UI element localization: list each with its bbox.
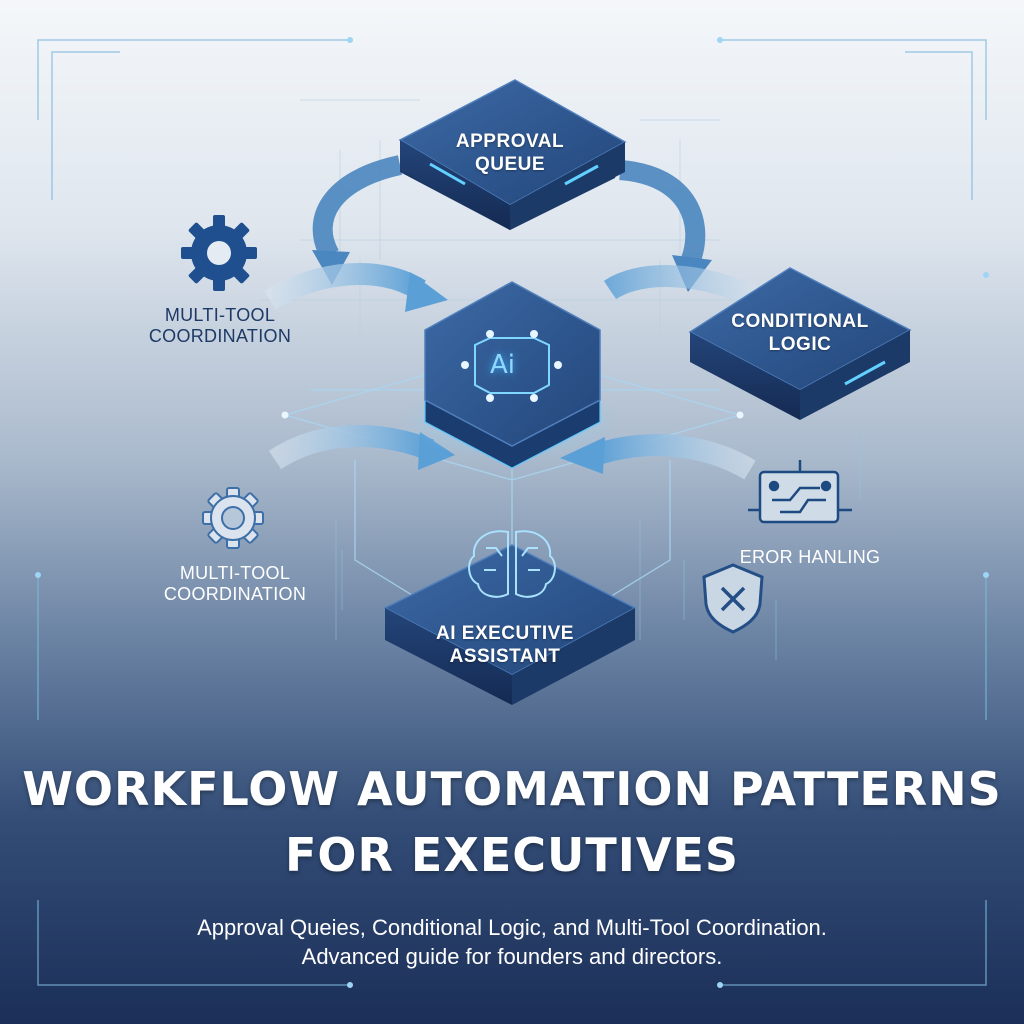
multi-tool-lower-line-1: MULTI-TOOL: [179, 563, 291, 583]
node-conditional-logic: [688, 267, 912, 420]
data-streams: [335, 430, 861, 660]
arrow-approval-to-left: [312, 155, 403, 260]
title-line-1: WORKFLOW AUTOMATION PATTERNS: [22, 762, 1002, 816]
conditional-logic-line-1: CONDITIONAL: [731, 311, 869, 332]
arrow-head-lower-right: [560, 437, 605, 474]
brain-icon: [468, 530, 556, 598]
ai-executive-line-1: AI EXECUTIVE: [436, 623, 574, 644]
arrow-left-to-core: [264, 263, 426, 310]
arrow-approval-to-right: [618, 160, 706, 266]
error-handling-label: EROR HANLING: [739, 547, 881, 567]
frame-dots: [35, 37, 989, 988]
multi-tool-lower-label: MULTI-TOOL COORDINATION: [150, 563, 320, 605]
ai-executive-line-2: ASSISTANT: [449, 646, 561, 667]
conditional-logic-label: CONDITIONAL LOGIC: [710, 310, 890, 356]
gear-outline-icon: [202, 487, 264, 549]
ai-core-badge: Ai: [490, 350, 516, 380]
subtitle-line-2: Advanced guide for founders and director…: [301, 944, 723, 969]
ai-executive-assistant-label: AI EXECUTIVE ASSISTANT: [405, 622, 605, 668]
multi-tool-upper-label: MULTI-TOOL COORDINATION: [135, 305, 305, 347]
node-ai-core: [400, 281, 620, 469]
circuit-board-icon: [748, 460, 852, 524]
frame-lines: [37, 39, 987, 986]
multi-tool-lower-line-2: COORDINATION: [163, 584, 307, 604]
node-approval-queue: [398, 79, 627, 230]
connector-dots: [281, 411, 744, 419]
arrow-lower-right-to-core: [591, 434, 756, 480]
approval-queue-line-1: APPROVAL: [455, 131, 565, 152]
subtitle-line-1: Approval Queies, Conditional Logic, and …: [197, 915, 827, 940]
conditional-logic-line-2: LOGIC: [768, 334, 832, 355]
flow-arrows: [264, 155, 765, 480]
title-line-2: FOR EXECUTIVES: [284, 828, 740, 882]
shield-x-icon: [702, 563, 764, 634]
gear-icon: [181, 215, 257, 291]
approval-queue-label: APPROVAL QUEUE: [420, 130, 600, 176]
arrow-lower-left-to-core: [268, 425, 435, 470]
arrow-head-core-left: [405, 272, 448, 312]
approval-queue-line-2: QUEUE: [474, 154, 546, 175]
node-ai-executive-assistant: [383, 544, 637, 705]
arrow-right-to-core: [603, 265, 765, 310]
multi-tool-upper-line-1: MULTI-TOOL: [164, 305, 276, 325]
multi-tool-upper-line-2: COORDINATION: [148, 326, 292, 346]
